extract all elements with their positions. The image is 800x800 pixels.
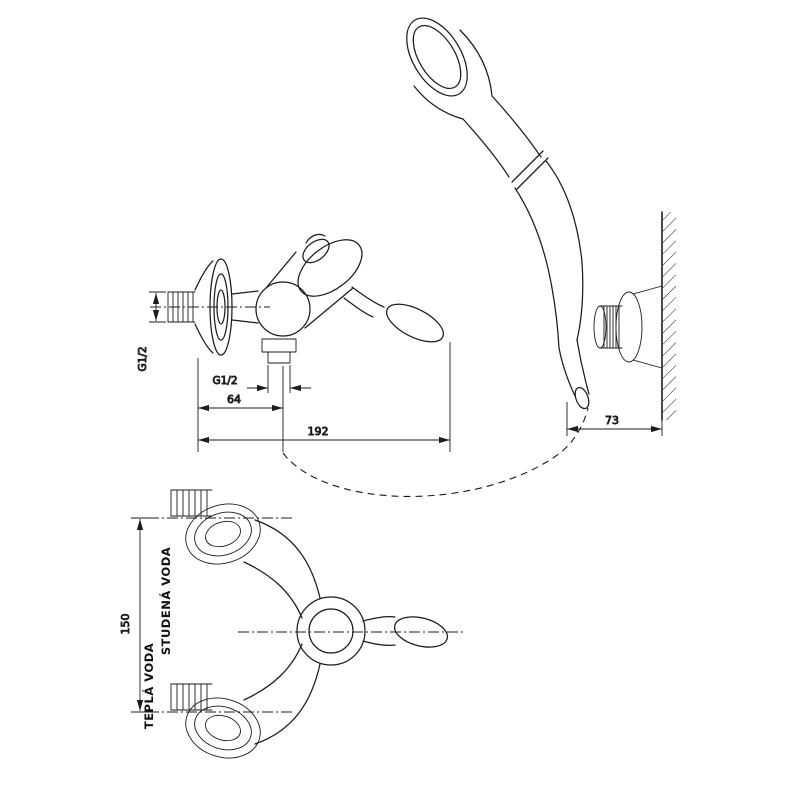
wall-section [661,211,676,421]
body-and-cartridge [231,233,363,337]
dim-holder-depth: 73 [566,402,663,436]
dim-150-label: 150 [119,614,132,635]
shower-head [406,17,493,120]
wall-hatch [663,212,676,420]
dim-side-thread-label: G1/2 [137,346,149,371]
front-lever-handle [362,616,449,648]
dim-73-label: 73 [605,414,619,427]
bottom-wall-connection [170,683,261,759]
dim-outlet-thread-label: G1/2 [212,375,237,387]
shower-handle [462,95,590,410]
top-wall-connection [170,489,261,565]
shower-hose-curve [282,407,589,497]
shower-holder [593,285,663,369]
dim-lines-side-view: 64 192 [197,342,451,452]
mixer-front-view: 150 STUDENÁ VODA TEPLÁ VODA [119,489,465,759]
wall-thread-nipple [167,291,196,323]
dim-192-label: 192 [308,425,329,438]
dim-64-label: 64 [227,393,241,406]
dim-connection-spacing: 150 [119,517,150,713]
wall-flange [194,258,233,356]
dim-outlet-thread: G1/2 [212,365,311,393]
front-body [243,519,366,745]
cold-water-label: STUDENÁ VODA [158,547,173,655]
outlet-spout [261,338,297,364]
hot-water-label: TEPLÁ VODA [141,643,156,729]
mixer-side-view: G1/2 G1/2 64 192 [137,233,451,452]
dim-side-thread: G1/2 [137,291,166,372]
lever-handle [343,286,444,343]
hand-shower-assembly: 73 [406,17,676,436]
